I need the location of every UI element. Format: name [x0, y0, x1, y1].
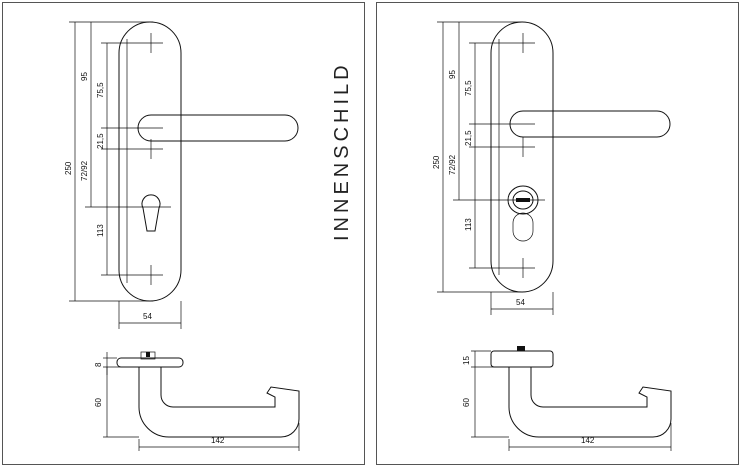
left-dim-total: 250: [64, 161, 73, 175]
right-screw-marks: [511, 33, 535, 278]
right-side-dim-lines: [471, 350, 672, 451]
right-lever-handle: [509, 110, 671, 138]
right-backplate: [490, 21, 554, 293]
left-side-view: [116, 351, 300, 438]
right-dim-length: 142: [581, 436, 595, 445]
right-dim-total: 250: [432, 155, 441, 169]
right-side-view: [490, 346, 672, 438]
left-dim-thickness: 8: [94, 362, 103, 367]
left-dim-width: 54: [143, 312, 152, 321]
right-dim-upper: 95: [448, 70, 457, 79]
left-dim-handle-gap: 21,5: [96, 133, 105, 149]
left-dim-upper: 95: [80, 72, 89, 81]
left-technical-drawing: 250 95 75,5 21,5 72/92 113 54 8 60 142: [64, 21, 300, 451]
right-dim-handle-gap: 21,5: [464, 130, 473, 146]
left-screw-marks: [139, 33, 163, 285]
right-dim-lines: [437, 21, 554, 315]
left-dim-spacing: 72/92: [80, 160, 89, 181]
left-cylinder-hole: [141, 194, 161, 232]
left-dim-lower: 113: [96, 224, 105, 237]
right-dim-lower: 113: [464, 218, 473, 231]
right-dim-to-handle: 75,5: [464, 80, 473, 96]
right-dim-thickness: 15: [462, 356, 471, 365]
left-drawing-panel: 250 95 75,5 21,5 72/92 113 54 8 60 142 I…: [2, 2, 365, 465]
left-side-dim-lines: [103, 352, 300, 451]
left-dim-depth: 60: [94, 398, 103, 407]
right-drawing-panel: 250 95 75,5 21,5 72/92 113 54 15 60 142: [376, 2, 739, 465]
left-lever-handle: [137, 114, 299, 142]
right-dim-width: 54: [516, 298, 525, 307]
panel-title-innenschild: INNENSCHILD: [331, 61, 353, 241]
left-dim-to-handle: 75,5: [96, 82, 105, 98]
left-backplate: [118, 21, 182, 302]
right-technical-drawing: 250 95 75,5 21,5 72/92 113 54 15 60 142: [432, 21, 672, 451]
right-dim-spacing: 72/92: [448, 154, 457, 175]
left-dim-total-lines: [69, 21, 182, 329]
right-thumb-turn: [507, 185, 539, 242]
left-dim-length: 142: [211, 436, 225, 445]
right-dim-depth: 60: [462, 398, 471, 407]
